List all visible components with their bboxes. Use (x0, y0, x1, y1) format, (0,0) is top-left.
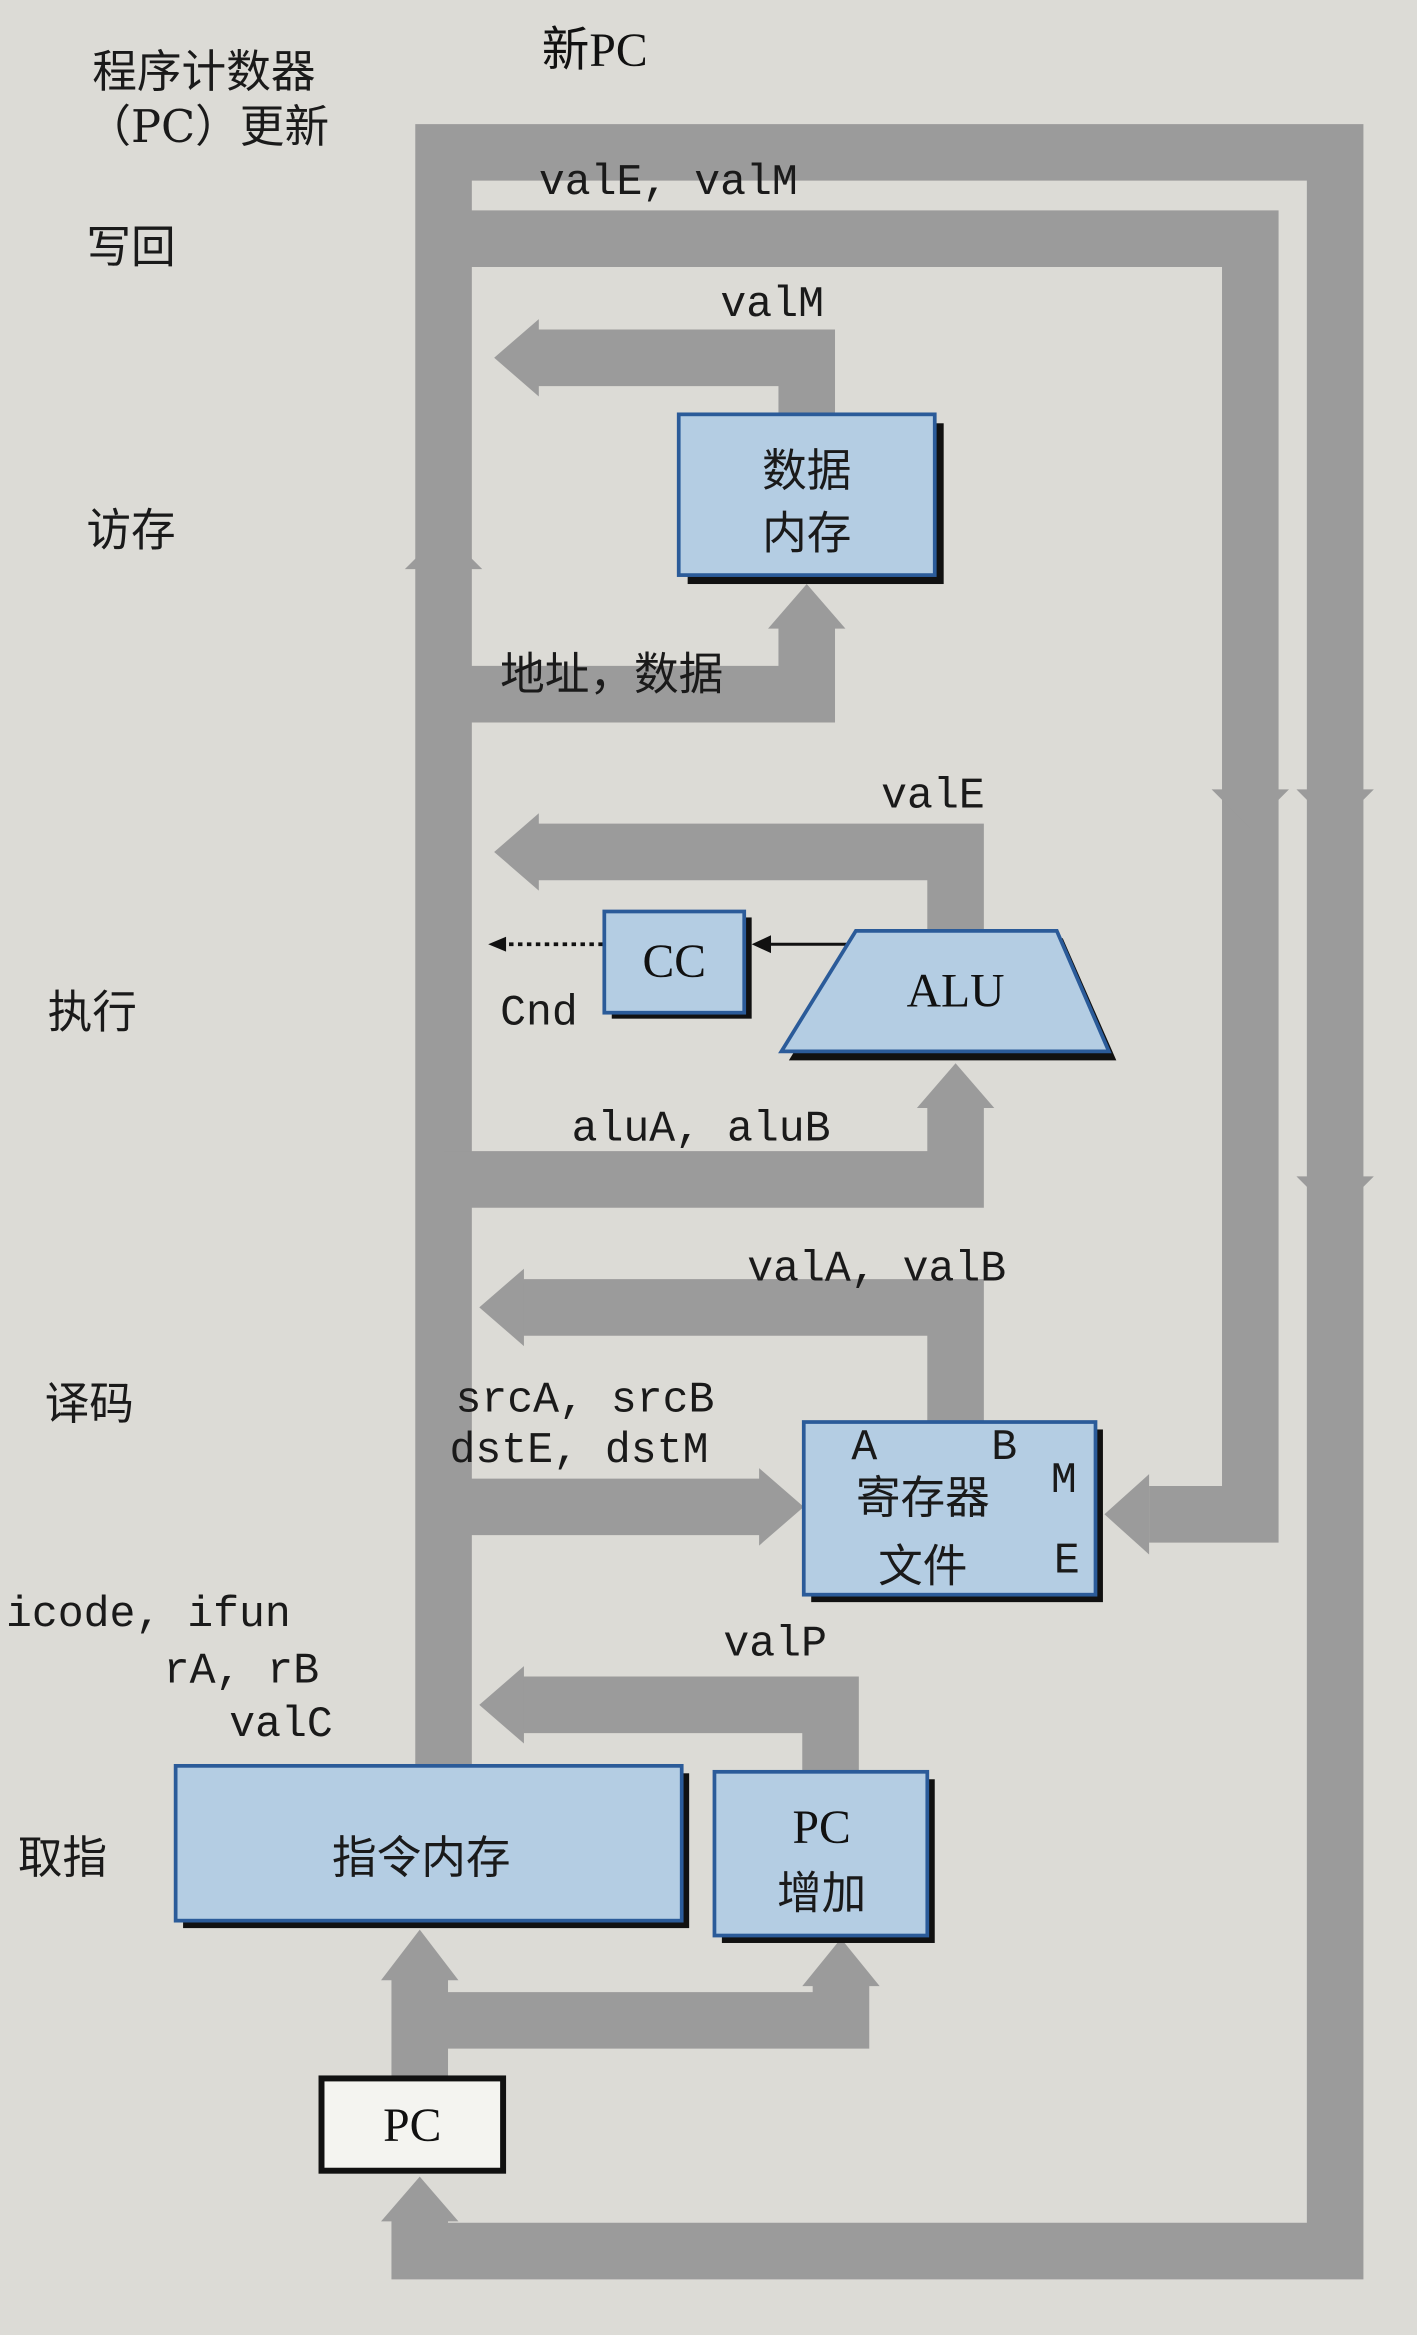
valp-bus (520, 1676, 859, 1775)
stage-label-pc-update-2: （PC）更新 (86, 101, 329, 153)
vala-valb-label: valA, valB (747, 1245, 1006, 1294)
pc-output-bus (391, 1977, 870, 2082)
data-memory-block: 数据 内存 (676, 412, 944, 585)
regfile-port-e: E (1054, 1536, 1080, 1585)
pc-increment-label-1: PC (792, 1802, 850, 1854)
icode-ifun-label: icode, ifun (6, 1590, 291, 1639)
valc-label: valC (229, 1700, 333, 1749)
instr-mem-input-arrow (381, 1929, 459, 1981)
stage-label-writeback: 写回 (86, 222, 175, 274)
vale-bus (535, 823, 984, 936)
writeback-down-arrow (1211, 789, 1289, 829)
valp-label: valP (723, 1620, 827, 1669)
right-down-arrow-1 (1296, 789, 1374, 829)
alu-block: ALU (778, 928, 1117, 1061)
alu-label: ALU (907, 966, 1005, 1018)
regfile-port-a: A (851, 1423, 877, 1472)
regfile-label-1: 寄存器 (856, 1472, 990, 1524)
cc-block: CC (602, 909, 752, 1019)
stage-label-fetch: 取指 (18, 1832, 107, 1884)
vale-label: valE (881, 771, 985, 820)
vala-valb-arrow (479, 1268, 524, 1347)
pc-inc-input-arrow (802, 1938, 880, 1987)
valm-bus (535, 329, 836, 418)
pc-increment-label-2: 增加 (777, 1868, 866, 1920)
instruction-memory-block: 指令内存 (173, 1763, 690, 1929)
cnd-arrow-head (488, 936, 507, 952)
reg-id-arrow (759, 1468, 804, 1546)
regfile-label-2: 文件 (878, 1540, 967, 1592)
alua-alub-label: aluA, aluB (572, 1105, 831, 1154)
alu-to-cc-arrow-head (751, 935, 772, 954)
pc-input-arrow (381, 2176, 459, 2222)
srca-srcb-label: srcA, srcB (455, 1376, 714, 1425)
new-pc-label: 新PC (542, 25, 648, 77)
stage-label-decode: 译码 (45, 1378, 134, 1430)
vala-valb-bus (520, 1279, 984, 1427)
vale-valm-label: valE, valM (539, 158, 798, 207)
valp-arrow (479, 1666, 524, 1744)
writeback-bus (443, 210, 1279, 1543)
right-down-arrow-2 (1296, 1176, 1374, 1216)
regfile-write-arrow (1104, 1474, 1150, 1555)
pc-register-label: PC (383, 2100, 441, 2152)
register-file-block: A B M E 寄存器 文件 (801, 1420, 1103, 1603)
regfile-port-b: B (991, 1423, 1017, 1472)
data-memory-label-1: 数据 (762, 445, 851, 497)
ra-rb-label: rA, rB (164, 1647, 319, 1696)
addr-data-arrow (768, 584, 846, 629)
regfile-port-m: M (1051, 1456, 1077, 1505)
alu-input-arrow (916, 1063, 995, 1108)
valm-label: valM (720, 280, 824, 329)
stage-label-memory: 访存 (86, 504, 175, 556)
trunk-up-arrow (404, 530, 483, 570)
dste-dstm-label: dstE, dstM (450, 1426, 709, 1475)
addr-data-bus (443, 625, 836, 723)
pc-register-block: PC (318, 2075, 507, 2174)
data-memory-label-2: 内存 (762, 507, 851, 559)
alu-input-bus (443, 1104, 984, 1208)
stage-label-pc-update: 程序计数器 (92, 46, 315, 98)
instruction-memory-label: 指令内存 (332, 1832, 511, 1884)
valm-arrow (494, 319, 539, 397)
cnd-label: Cnd (500, 989, 578, 1038)
pc-increment-block: PC 增加 (712, 1769, 935, 1943)
cc-label: CC (643, 936, 707, 988)
addr-data-label: 地址，数据 (500, 649, 723, 701)
stage-label-execute: 执行 (48, 987, 137, 1039)
vale-arrow (494, 813, 539, 891)
